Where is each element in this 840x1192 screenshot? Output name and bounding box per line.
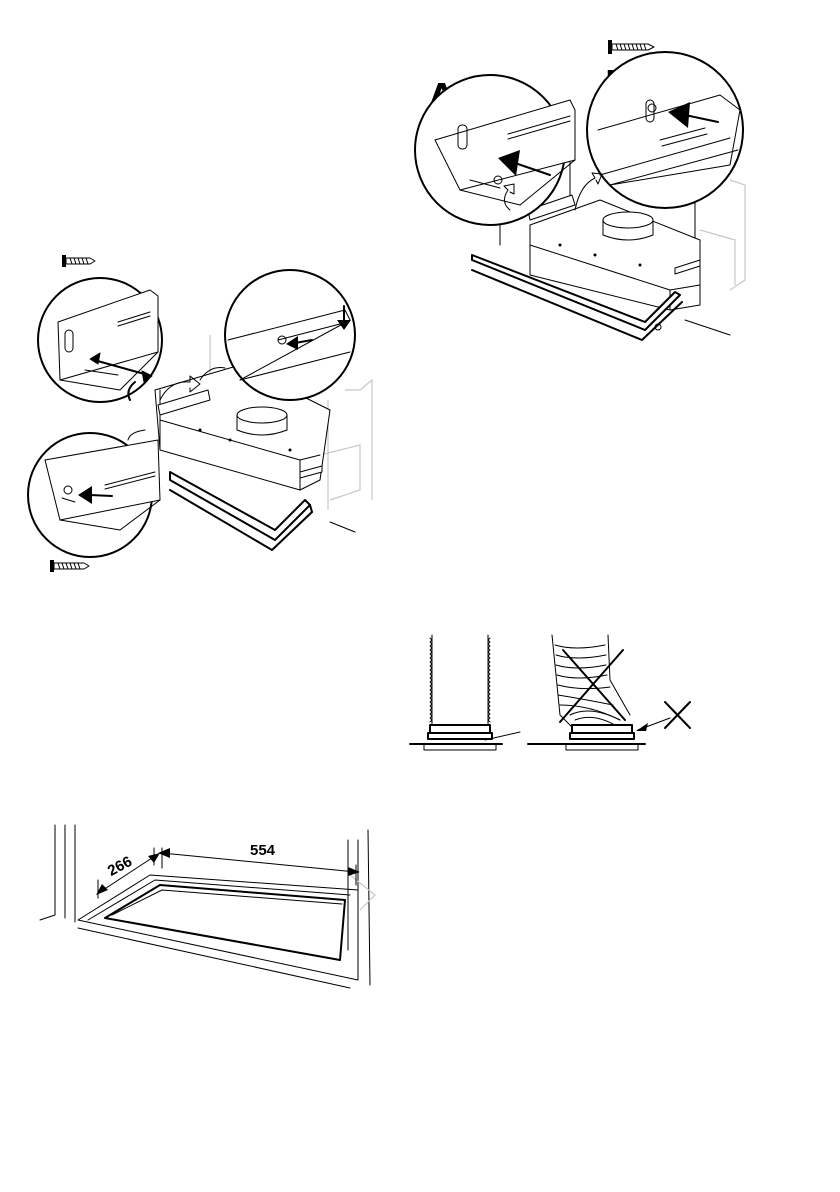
screw-icon — [50, 560, 89, 572]
screw-icon — [608, 40, 654, 54]
detail-circle-screw-down — [225, 270, 355, 400]
detail-circle-b — [587, 52, 743, 208]
duct-wrong — [528, 635, 690, 750]
duct-connection-figure — [400, 620, 720, 770]
bracket-installation-figure — [0, 240, 390, 580]
dimension-width: 554 — [158, 842, 360, 885]
hood-body — [155, 365, 355, 550]
screw-icon — [62, 255, 95, 267]
cutout-dimension-figure: 266 554 — [30, 820, 390, 1000]
duct-correct — [410, 635, 520, 750]
detail-circle-slide — [38, 278, 162, 402]
dimension-depth-label: 266 — [105, 853, 135, 880]
ab-detail-figure: A B — [400, 30, 800, 360]
detail-circle-screw-side — [28, 433, 160, 557]
dimension-width-label: 554 — [250, 842, 276, 859]
wrong-x-icon — [665, 702, 690, 728]
